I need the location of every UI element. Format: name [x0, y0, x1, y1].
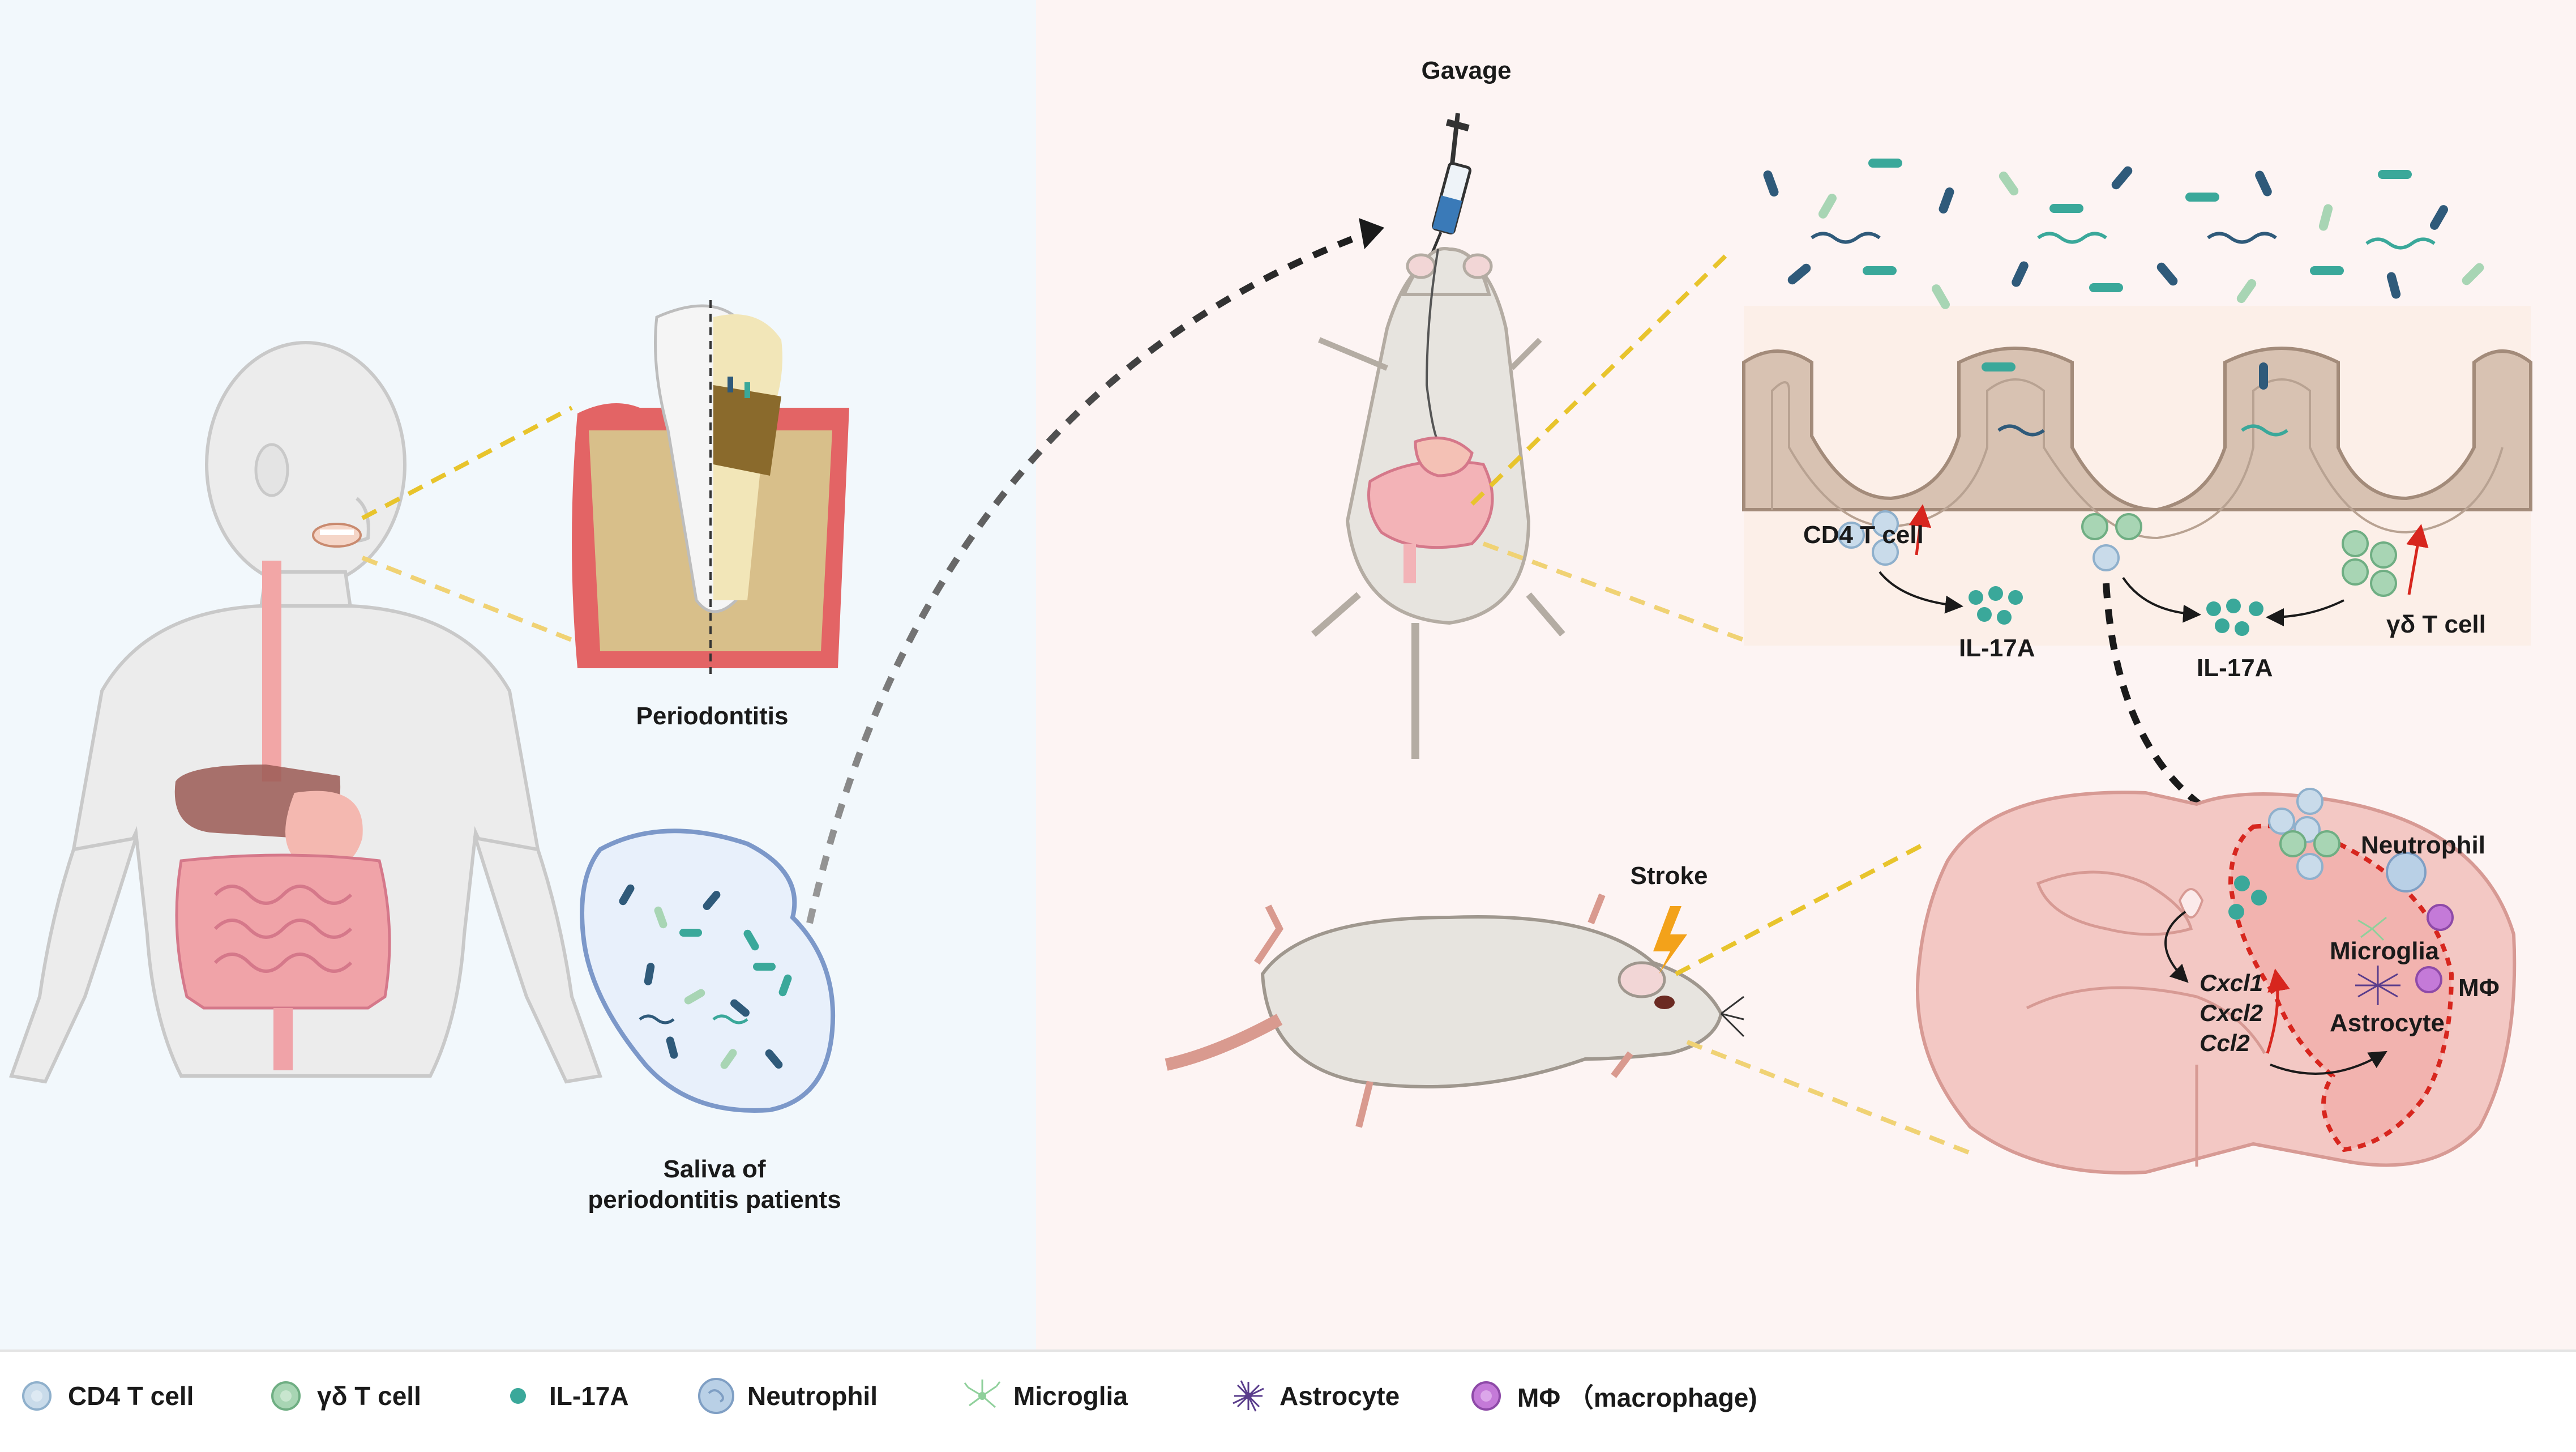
saliva-label-line1: Saliva of — [663, 1155, 766, 1183]
periodontitis-tooth-illustration — [572, 300, 849, 674]
legend-label: CD4 T cell — [68, 1381, 194, 1411]
brain-section-illustration — [1915, 791, 2517, 1175]
legend-item-cd4-t-cell: CD4 T cell — [17, 1376, 194, 1416]
saliva-bacteria — [619, 884, 792, 1069]
gd-t-cells-gut — [2081, 513, 2397, 597]
gut-microbiota — [1763, 159, 2484, 437]
macrophage-icon — [1471, 1381, 1501, 1411]
legend-label: MΦ （macrophage) — [1517, 1383, 1757, 1412]
legend: CD4 T cell γδ T cell IL-17A Neutrophil M… — [0, 1353, 2576, 1438]
saliva-blob — [580, 829, 836, 1113]
gamma-delta-t-cell-icon — [271, 1381, 301, 1411]
neutrophil-icon — [698, 1378, 734, 1414]
mouth-teeth-marker — [312, 523, 362, 548]
legend-label: Astrocyte — [1280, 1381, 1400, 1411]
ccl2-label: Ccl2 — [2200, 1030, 2250, 1056]
saliva-to-gavage-arrow — [806, 229, 1372, 924]
legend-item-astrocyte: Astrocyte — [1229, 1376, 1400, 1416]
astrocyte-icon — [1233, 1380, 1264, 1412]
syringe-icon — [1425, 113, 1472, 267]
il17a-label-left: IL-17A — [1959, 634, 2035, 662]
legend-item-il17a: IL-17A — [498, 1376, 629, 1416]
astrocyte-label: Astrocyte — [2330, 1009, 2445, 1037]
il17a-icon — [510, 1388, 526, 1404]
gavage-label: Gavage — [1421, 57, 1512, 84]
legend-label: IL-17A — [549, 1381, 629, 1411]
legend-item-gd-t-cell: γδ T cell — [266, 1376, 421, 1416]
cd4-t-cell-label: CD4 T cell — [1803, 521, 1924, 549]
stroke-label: Stroke — [1630, 862, 1708, 890]
cxcl2-label: Cxcl2 — [2200, 1000, 2263, 1026]
cd4-t-cells-gut — [1838, 510, 2120, 571]
microglia-label: Microglia — [2330, 937, 2440, 965]
legend-label: Microglia — [1013, 1381, 1128, 1411]
periodontitis-label: Periodontitis — [636, 702, 789, 730]
gd-t-cell-label: γδ T cell — [2386, 610, 2486, 638]
cxcl1-label: Cxcl1 — [2200, 970, 2263, 996]
legend-item-microglia: Microglia — [962, 1376, 1128, 1416]
legend-item-neutrophil: Neutrophil — [696, 1376, 878, 1416]
gut-to-brain-arrow — [2103, 583, 2238, 830]
lightning-icon — [1653, 906, 1687, 974]
brain-immune-cells — [2228, 788, 2454, 1005]
il17a-label-right: IL-17A — [2197, 654, 2273, 682]
gavage-mouse-illustration — [1311, 247, 1565, 759]
stomach — [285, 791, 363, 869]
intestinal-epithelium — [1742, 347, 2532, 512]
legend-label: Neutrophil — [747, 1381, 878, 1411]
il17a-gut-left — [1969, 586, 2023, 625]
intestine-lamina-area — [1744, 306, 2531, 646]
saliva-label-line2: periodontitis patients — [588, 1186, 841, 1214]
stroke-mouse-illustration — [1165, 893, 1745, 1128]
neutrophil-label: Neutrophil — [2361, 831, 2485, 859]
intestines — [175, 853, 391, 1010]
legend-item-macrophage: MΦ （macrophage) — [1466, 1376, 1757, 1416]
microglia-icon — [964, 1380, 1001, 1408]
legend-label: γδ T cell — [317, 1381, 421, 1411]
macrophage-label: MΦ — [2458, 974, 2500, 1002]
cd4-t-cell-icon — [22, 1381, 52, 1411]
il17a-gut-right — [2206, 599, 2263, 636]
